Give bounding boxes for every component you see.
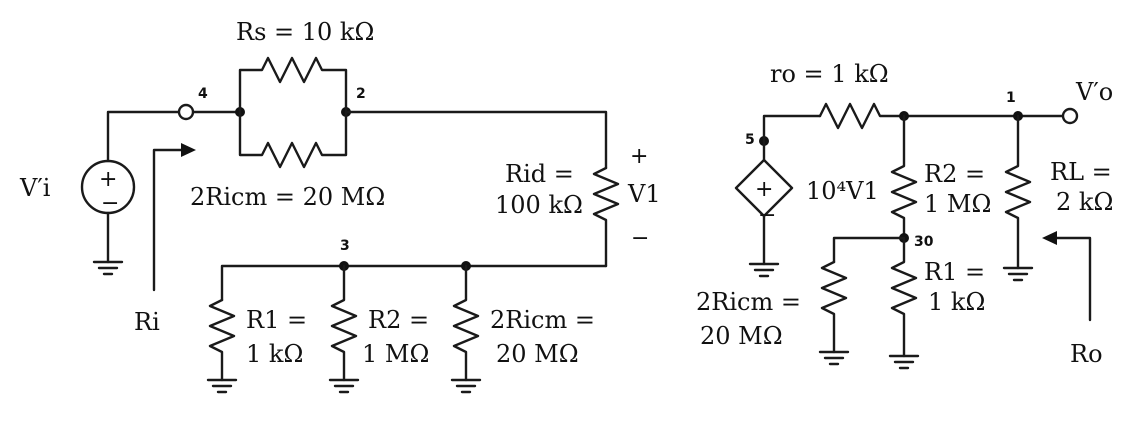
wire-source-top bbox=[106, 110, 180, 163]
terminal-vo bbox=[1061, 107, 1079, 125]
rid-label-1: Rid = bbox=[505, 160, 574, 188]
r1-right-label-2: 1 kΩ bbox=[928, 288, 985, 316]
ricm-label-1: 2Ricm = bbox=[490, 306, 595, 334]
rs-label: Rs = 10 kΩ bbox=[236, 18, 374, 46]
resistor-r2-right bbox=[890, 114, 918, 240]
ground-icon bbox=[92, 260, 124, 276]
ri-label: Ri bbox=[134, 308, 160, 336]
ground-icon bbox=[328, 378, 360, 394]
rid-label-2: 100 kΩ bbox=[495, 191, 583, 219]
ro-label: ro = 1 kΩ bbox=[770, 60, 889, 88]
ro-arrowhead-icon bbox=[1042, 231, 1057, 245]
dep-plus: + bbox=[755, 177, 773, 202]
wire-node-3 bbox=[220, 264, 608, 302]
node-1-label: 1 bbox=[1006, 90, 1016, 106]
resistor-r1-right bbox=[890, 236, 918, 358]
r2-label-2: 1 MΩ bbox=[362, 340, 429, 368]
ro-out-label: Ro bbox=[1070, 340, 1103, 368]
r1-right-label-1: R1 = bbox=[924, 258, 985, 286]
r1-label-2: 1 kΩ bbox=[246, 340, 303, 368]
node-2-label: 2 bbox=[356, 86, 366, 102]
node-5-label: 5 bbox=[745, 132, 755, 148]
rl-label-2: 2 kΩ bbox=[1056, 188, 1113, 216]
dep-source-label: 10⁴V1 bbox=[806, 177, 879, 205]
ricm-right-label-2: 20 MΩ bbox=[700, 322, 783, 350]
right-circuit: ro = 1 kΩ 5 V′o 1 + − 10⁴V1 R2 = 1 MΩ bbox=[696, 60, 1113, 370]
v1-minus: − bbox=[631, 226, 649, 251]
resistor-2ricm-right bbox=[820, 260, 848, 354]
v1-label: V1 bbox=[627, 180, 661, 208]
source-label: V′i bbox=[19, 174, 51, 202]
terminal-4 bbox=[177, 103, 195, 121]
rl-label-1: RL = bbox=[1050, 158, 1112, 186]
left-circuit: + − 4 V′i Ri Rs = 10 kΩ 2Ricm = 20 MΩ 2 … bbox=[19, 18, 661, 394]
node-3-label: 3 bbox=[340, 238, 350, 254]
resistor-2ricm-top bbox=[238, 110, 348, 169]
resistor-rl bbox=[1004, 114, 1032, 270]
ricm-label-2: 20 MΩ bbox=[496, 340, 579, 368]
resistor-r2 bbox=[330, 264, 358, 382]
resistor-rs bbox=[238, 56, 348, 114]
ro-arrow bbox=[1050, 236, 1092, 322]
node-4-label: 4 bbox=[198, 86, 208, 102]
r2-right-label-2: 1 MΩ bbox=[924, 190, 991, 218]
ground-icon bbox=[748, 262, 780, 278]
ri-arrowhead-icon bbox=[181, 143, 196, 157]
v1-plus: + bbox=[630, 144, 648, 169]
ground-icon bbox=[818, 350, 850, 366]
resistor-rid bbox=[592, 166, 620, 268]
ground-icon bbox=[206, 378, 238, 394]
resistor-ro bbox=[818, 102, 1064, 130]
ricm-right-label-1: 2Ricm = bbox=[696, 288, 801, 316]
ground-icon bbox=[888, 354, 920, 370]
dep-minus: − bbox=[758, 203, 776, 228]
wire-2-to-rid bbox=[344, 110, 608, 170]
ri-arrow bbox=[152, 148, 187, 292]
wire-node-30 bbox=[832, 236, 906, 264]
resistor-2ricm-bottom bbox=[452, 264, 480, 382]
r1-label-1: R1 = bbox=[246, 306, 307, 334]
r2-label-1: R2 = bbox=[368, 306, 429, 334]
wire-5-top bbox=[762, 114, 822, 162]
ground-icon bbox=[450, 378, 482, 394]
r2-right-label-1: R2 = bbox=[924, 160, 985, 188]
vo-label: V′o bbox=[1075, 78, 1113, 106]
source-plus: + bbox=[99, 167, 117, 192]
node-30-label: 30 bbox=[914, 234, 934, 250]
ricm-top-label: 2Ricm = 20 MΩ bbox=[190, 183, 385, 211]
source-minus: − bbox=[101, 191, 119, 216]
ground-icon bbox=[1002, 266, 1034, 282]
resistor-r1 bbox=[208, 298, 236, 382]
